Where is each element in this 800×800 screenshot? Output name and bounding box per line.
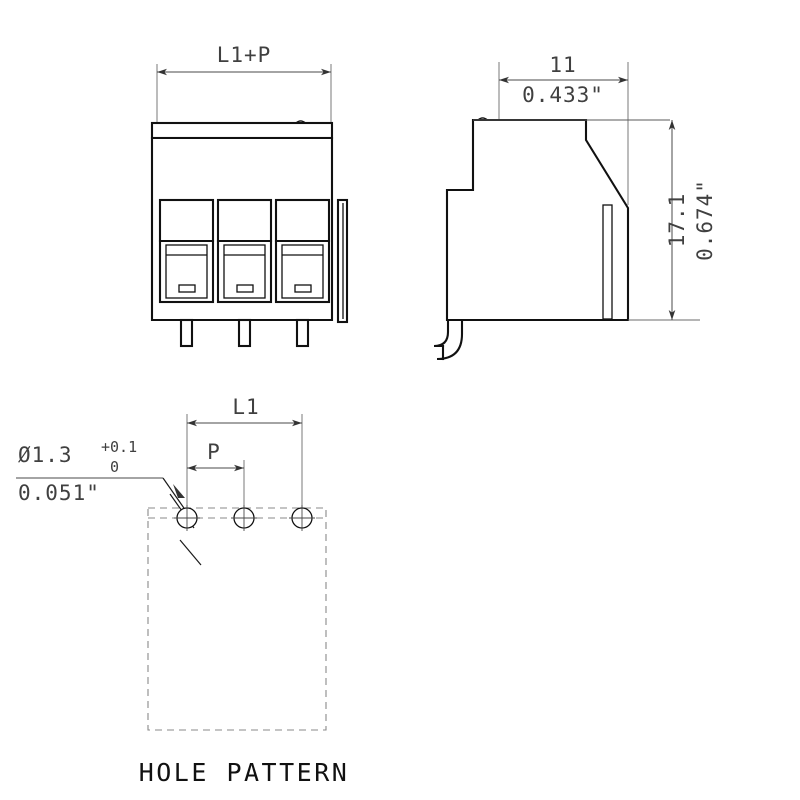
solder-pin: [237, 318, 252, 348]
hole-pattern-board-outline: [147, 507, 327, 731]
front-view: L1+P: [150, 43, 349, 348]
dimension-label-tolerance-upper: +0.1: [101, 438, 137, 456]
front-top-cap: [150, 121, 334, 140]
solder-pin: [295, 318, 310, 348]
dimension-side-height: 17.1 0.674": [628, 120, 717, 321]
dimension-overall-width: L1+P: [157, 43, 331, 76]
callout-leader-tail: [179, 539, 202, 566]
terminal-pocket: [158, 198, 215, 304]
front-top-bump: [295, 120, 306, 124]
dimension-hole-span: L1: [187, 395, 302, 427]
dimension-label-hole-span: L1: [232, 395, 259, 419]
dimension-label-side-height-in: 0.674": [693, 179, 717, 261]
callout-leader-arrow-upper: [173, 484, 185, 498]
hole-pattern-caption: HOLE PATTERN: [139, 758, 350, 787]
side-width-extension-lines: [498, 62, 629, 205]
dimension-label-side-width-mm: 11: [549, 53, 576, 77]
hole-1: [174, 505, 200, 531]
front-solder-pins: [179, 318, 310, 348]
solder-pin: [179, 318, 194, 348]
dimension-label-hole-pitch: P: [207, 440, 221, 464]
front-terminal-pockets: [158, 198, 331, 304]
callout-leader-line: [162, 477, 187, 512]
dimension-hole-pitch: P: [187, 440, 244, 472]
terminal-pocket: [274, 198, 331, 304]
dimension-label-hole-diameter-inch: 0.051": [18, 481, 100, 505]
side-view: 11 0.433" 17.1 0.674": [433, 53, 717, 361]
side-top-bump: [477, 117, 488, 121]
dimension-label-side-width-in: 0.433": [522, 83, 604, 107]
terminal-pocket: [216, 198, 273, 304]
dimension-side-width: 11 0.433": [499, 53, 628, 107]
dimension-label-overall-width: L1+P: [217, 43, 272, 67]
hole-diameter-callout: Ø1.3 +0.1 0 0.051": [16, 438, 202, 566]
hole-2: [231, 505, 257, 531]
front-side-rail: [336, 198, 349, 324]
hole-3: [289, 505, 315, 531]
dimension-label-tolerance-lower: 0: [110, 458, 119, 476]
side-body-outline: [445, 118, 630, 322]
hole-pattern-extension-lines: [186, 414, 303, 512]
side-solder-pin: [433, 318, 464, 361]
dimension-label-side-height-mm: 17.1: [665, 193, 689, 248]
side-rail-slot: [602, 204, 613, 320]
side-body: [445, 117, 670, 322]
hole-pattern-view: L1 P Ø1.3 +0.1 0 0.051": [16, 395, 350, 787]
dimension-label-hole-diameter: Ø1.3: [18, 443, 73, 467]
